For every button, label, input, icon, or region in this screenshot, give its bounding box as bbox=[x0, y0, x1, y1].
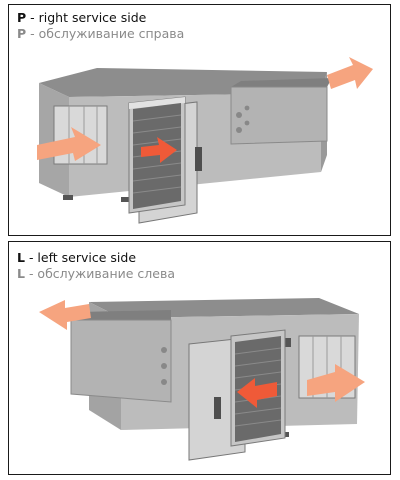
air-flow-arrow-icon bbox=[307, 364, 365, 402]
caption-text-ru: - обслуживание слева bbox=[24, 266, 175, 281]
caption-en: P - right service side bbox=[17, 10, 146, 25]
unit-illustration-left bbox=[39, 298, 365, 461]
caption-letter-ru: P bbox=[17, 26, 27, 41]
caption-letter: P bbox=[17, 10, 27, 25]
caption-text-ru: - обслуживание справа bbox=[26, 26, 185, 41]
panel-right-service: P - right service side P - обслуживание … bbox=[8, 4, 391, 236]
air-flow-arrow-icon bbox=[237, 378, 277, 408]
caption-en: L - left service side bbox=[17, 250, 136, 265]
caption-letter: L bbox=[17, 250, 25, 265]
air-flow-arrow-icon bbox=[39, 300, 91, 330]
coil-block bbox=[132, 103, 182, 209]
air-flow-arrow-icon bbox=[37, 127, 101, 161]
caption-letter-ru: L bbox=[17, 266, 25, 281]
unit-illustration-right bbox=[37, 57, 373, 224]
panel-left-service: L - left service side L - обслуживание с… bbox=[8, 241, 391, 475]
caption-text-en: - right service side bbox=[26, 10, 147, 25]
caption-ru: L - обслуживание слева bbox=[17, 266, 175, 281]
air-flow-arrow-icon bbox=[327, 57, 373, 89]
caption-text-en: - left service side bbox=[24, 250, 137, 265]
air-flow-arrow-icon bbox=[141, 137, 177, 163]
caption-ru: P - обслуживание справа bbox=[17, 26, 184, 41]
